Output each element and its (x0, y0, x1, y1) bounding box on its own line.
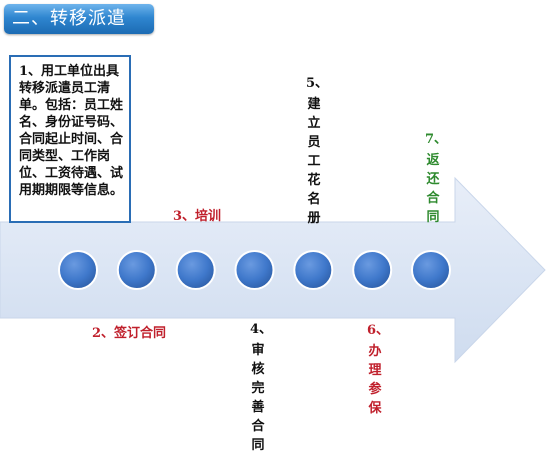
step-4-number: 4、 (250, 322, 273, 337)
step-4-label: 4、 审核完善合同 (250, 320, 272, 455)
step-node-7 (411, 250, 451, 290)
step-6-label: 6、 办理参保 (367, 321, 389, 418)
step-6-number: 6、 (367, 323, 390, 338)
step-7-text: 返还合同 (426, 153, 440, 225)
step-2-label: 2、签订合同 (92, 326, 167, 341)
step-7-label: 7、 返还合同 (425, 130, 447, 227)
step-5-text: 建立员工花名册 (307, 97, 321, 226)
step-1-info-box: 1、用工单位出具转移派遣员工清单。包括：员工姓名、身份证号码、合同起止时间、合同… (9, 55, 131, 223)
step-1-text: 1、用工单位出具转移派遣员工清单。包括：员工姓名、身份证号码、合同起止时间、合同… (19, 64, 124, 198)
step-node-3 (175, 250, 216, 290)
section-title: 二、转移派遣 (4, 4, 154, 34)
step-node-1 (58, 250, 98, 290)
step-5-label: 5、 建立员工花名册 (306, 74, 328, 228)
step-nodes (58, 250, 451, 290)
step-node-6 (352, 250, 393, 290)
step-node-4 (234, 250, 275, 290)
step-3-label: 3、培训 (173, 209, 222, 224)
step-node-5 (293, 250, 334, 290)
step-5-number: 5、 (306, 76, 329, 91)
step-4-text: 审核完善合同 (251, 343, 265, 453)
step-node-2 (116, 250, 157, 290)
step-7-number: 7、 (425, 132, 448, 147)
step-6-text: 办理参保 (368, 344, 382, 416)
